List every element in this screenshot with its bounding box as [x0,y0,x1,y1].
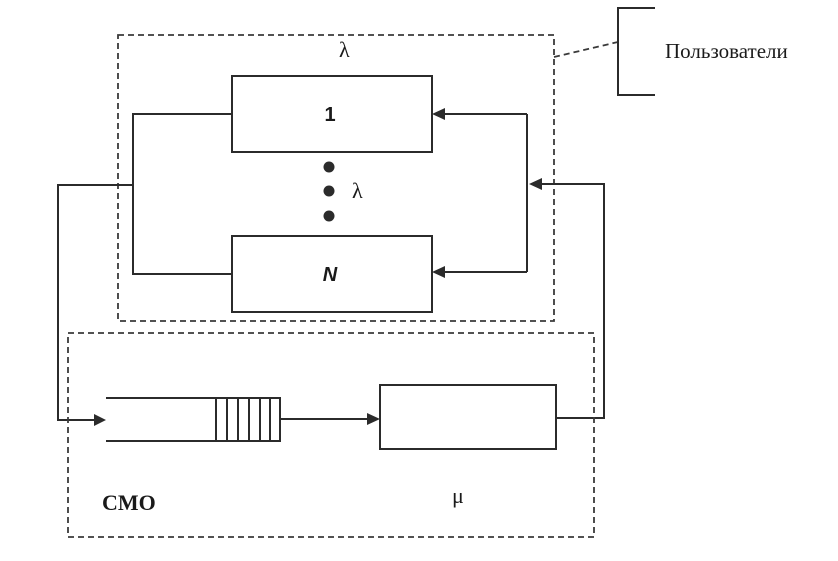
users-leader-line [553,41,619,58]
server-input-arrowhead [367,413,380,425]
feedback-arrowhead [529,178,542,190]
output-to-queue-line [57,184,133,421]
lambda-top-label: λ [339,37,350,62]
users-bracket [617,7,655,96]
ellipsis-dot [323,161,335,173]
users-label: Пользователи [665,39,788,63]
smo-label: СМО [102,490,156,515]
box-n-arrowhead [432,266,445,278]
user-box-1 [231,75,433,153]
mu-label: μ [452,483,464,508]
smo-dashed-frame [67,332,595,538]
user-box-n [231,235,433,313]
user-box-1-label: 1 [324,104,335,126]
ellipsis-dot [323,185,335,197]
user-box-n-label: N [323,264,338,286]
server-box [379,384,557,450]
queue-input-arrowhead [94,414,106,426]
box-1-arrowhead [432,108,445,120]
feedback-line [541,183,605,419]
users-dashed-frame [117,34,555,322]
lambda-mid-label: λ [352,178,363,203]
left-collector-line [132,113,232,275]
ellipsis-dot [323,210,335,222]
